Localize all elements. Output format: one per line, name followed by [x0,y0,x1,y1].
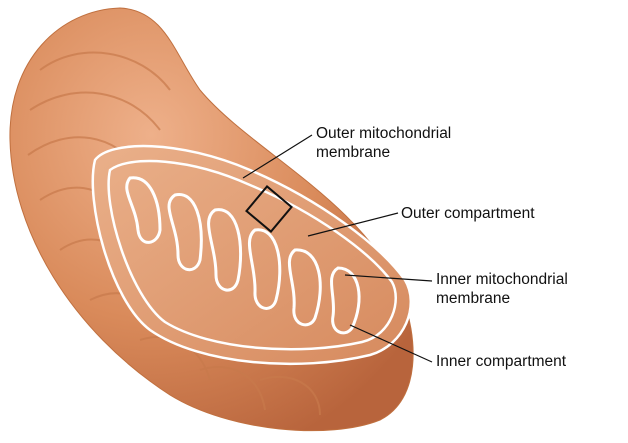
label-outer-compartment: Outer compartment [401,204,535,223]
label-inner-mitochondrial-membrane: Inner mitochondrial membrane [436,270,568,308]
label-outer-membrane-line1: Outer mitochondrial [316,124,451,143]
label-outer-membrane-line2: membrane [316,143,451,162]
label-inner-compartment: Inner compartment [436,352,566,371]
label-outer-mitochondrial-membrane: Outer mitochondrial membrane [316,124,451,162]
label-inner-membrane-line2: membrane [436,289,568,308]
label-inner-membrane-line1: Inner mitochondrial [436,270,568,289]
